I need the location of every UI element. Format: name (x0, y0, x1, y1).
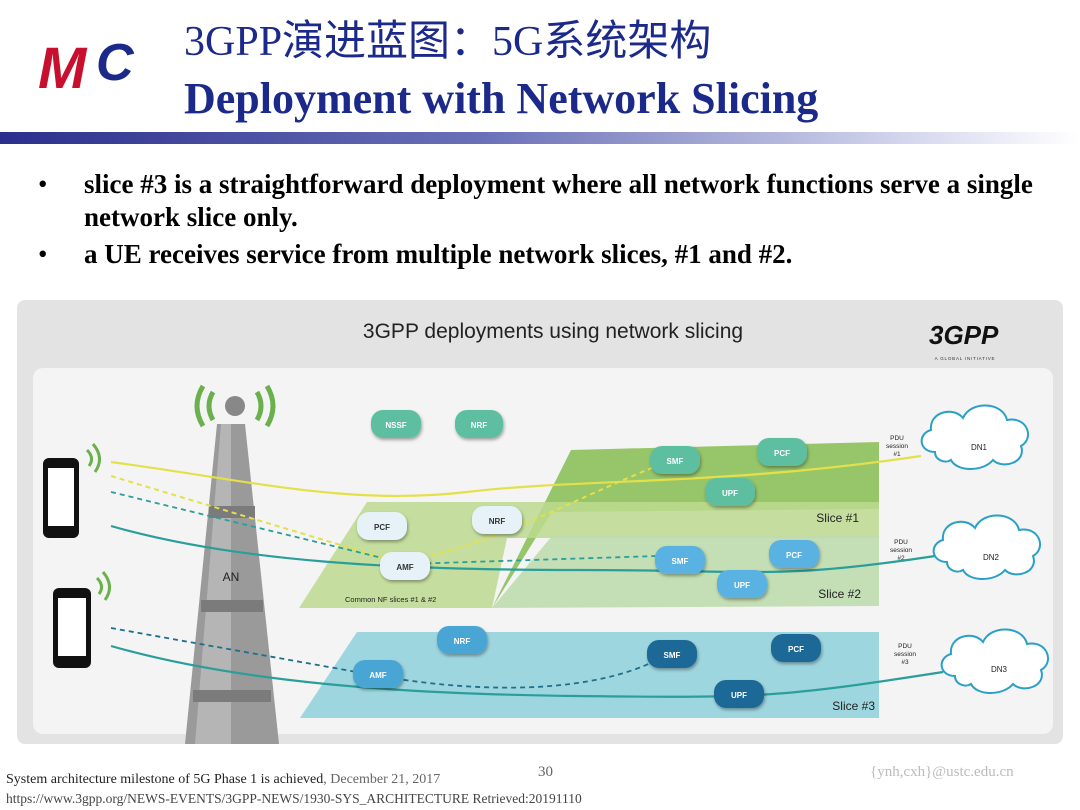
dn3-label: DN3 (991, 665, 1008, 674)
node-label: PCF (374, 523, 390, 532)
bullet-item: • slice #3 is a straightforward deployme… (38, 168, 1048, 234)
pdu-session-2-label: PDU session #2 (890, 539, 912, 562)
dn2-label: DN2 (983, 553, 1000, 562)
page-number: 30 (538, 764, 553, 780)
bullet-dot: • (38, 239, 48, 269)
bullet-dot: • (38, 169, 48, 199)
node-label: NSSF (385, 421, 406, 430)
svg-text:PDU: PDU (894, 539, 908, 546)
smf-node-slice3 (647, 640, 697, 668)
mc-logo: M C (38, 34, 135, 101)
citation-date: , December 21, 2017 (323, 772, 441, 787)
nrf-node-common-top (455, 410, 503, 438)
upf-node-slice3 (714, 680, 764, 708)
node-label: UPF (731, 691, 747, 700)
upf-node-slice1 (705, 478, 755, 506)
pdu-session-3-line (110, 644, 944, 698)
svg-text:session: session (894, 651, 916, 658)
nrf-node-common (472, 506, 522, 534)
base-station-tower (185, 384, 279, 744)
pcf-node-slice2 (769, 540, 819, 568)
footer-url: https://www.3gpp.org/NEWS-EVENTS/3GPP-NE… (6, 791, 582, 806)
node-label: PCF (786, 551, 802, 560)
upf-node-slice2 (717, 570, 767, 598)
logo-c-letter: C (96, 34, 135, 92)
node-label: SMF (667, 457, 684, 466)
bullet-text: slice #3 is a straightforward deployment… (84, 169, 1033, 232)
3gpp-logo-mark: 3GPP (929, 320, 999, 350)
an-label: AN (223, 570, 240, 584)
node-label: NRF (489, 517, 506, 526)
dn1-cloud (920, 404, 1029, 470)
network-slicing-diagram: 3GPP deployments using network slicing 3… (17, 300, 1063, 744)
slice3-label: Slice #3 (832, 699, 875, 713)
amf-node-common (380, 552, 430, 580)
pcf-node-slice3 (771, 634, 821, 662)
pcf-node-slice1 (757, 438, 807, 466)
dn1-label: DN1 (971, 443, 988, 452)
header-divider (0, 132, 1080, 144)
ue-phone-top (43, 443, 101, 538)
pcf-node-common (357, 512, 407, 540)
footer-citation: System architecture milestone of 5G Phas… (6, 772, 440, 788)
bullet-item: • a UE receives service from multiple ne… (38, 238, 1048, 271)
smf-node-slice2 (655, 546, 705, 574)
dn2-cloud (932, 514, 1041, 580)
pdu-session-2-line (110, 524, 936, 574)
nrf-node-slice3 (437, 626, 487, 654)
slice1-signaling-line (110, 457, 678, 564)
node-label: UPF (722, 489, 738, 498)
pdu-session-3-label: PDU session #3 (894, 643, 916, 666)
node-label: PCF (788, 645, 804, 654)
citation-title: System architecture milestone of 5G Phas… (6, 772, 324, 787)
nssf-node (371, 410, 421, 438)
svg-text:#2: #2 (897, 555, 905, 562)
page-title-chinese: 3GPP演进蓝图：5G系统架构 (184, 19, 712, 65)
node-label: AMF (369, 671, 386, 680)
slice1-label: Slice #1 (816, 511, 859, 525)
common-nf-label: Common NF slices #1 & #2 (345, 595, 436, 604)
svg-text:PDU: PDU (898, 643, 912, 650)
slice2-label: Slice #2 (818, 587, 861, 601)
svg-text:#3: #3 (901, 659, 909, 666)
3gpp-logo: 3GPP A GLOBAL INITIATIVE (929, 320, 999, 361)
node-label: NRF (471, 421, 488, 430)
node-label: PCF (774, 449, 790, 458)
page-title-english: Deployment with Network Slicing (184, 74, 819, 123)
smf-node-slice1 (650, 446, 700, 474)
slice3-signaling-line (110, 627, 658, 689)
node-label: SMF (664, 651, 681, 660)
footer-email: {ynh,cxh}@ustc.edu.cn (870, 764, 1014, 780)
ue-phone-bottom (53, 571, 111, 668)
node-label: SMF (672, 557, 689, 566)
node-label: UPF (734, 581, 750, 590)
figure-title: 3GPP deployments using network slicing (363, 320, 743, 343)
amf-node-slice3 (353, 660, 403, 688)
pdu-session-1-label: PDU session #1 (886, 435, 908, 458)
logo-m-letter: M (38, 36, 88, 101)
svg-text:session: session (886, 443, 908, 450)
node-label: AMF (396, 563, 413, 572)
common-nf-plane (299, 502, 879, 608)
slice2-signaling-line (110, 491, 658, 565)
svg-text:session: session (890, 547, 912, 554)
svg-text:PDU: PDU (890, 435, 904, 442)
pdu-session-1-line (110, 454, 922, 498)
node-label: NRF (454, 637, 471, 646)
3gpp-tagline: A GLOBAL INITIATIVE (935, 356, 996, 361)
bullet-text: a UE receives service from multiple netw… (84, 239, 793, 269)
dn3-cloud (940, 628, 1049, 694)
svg-text:#1: #1 (893, 451, 901, 458)
bullet-list: • slice #3 is a straightforward deployme… (38, 168, 1048, 275)
